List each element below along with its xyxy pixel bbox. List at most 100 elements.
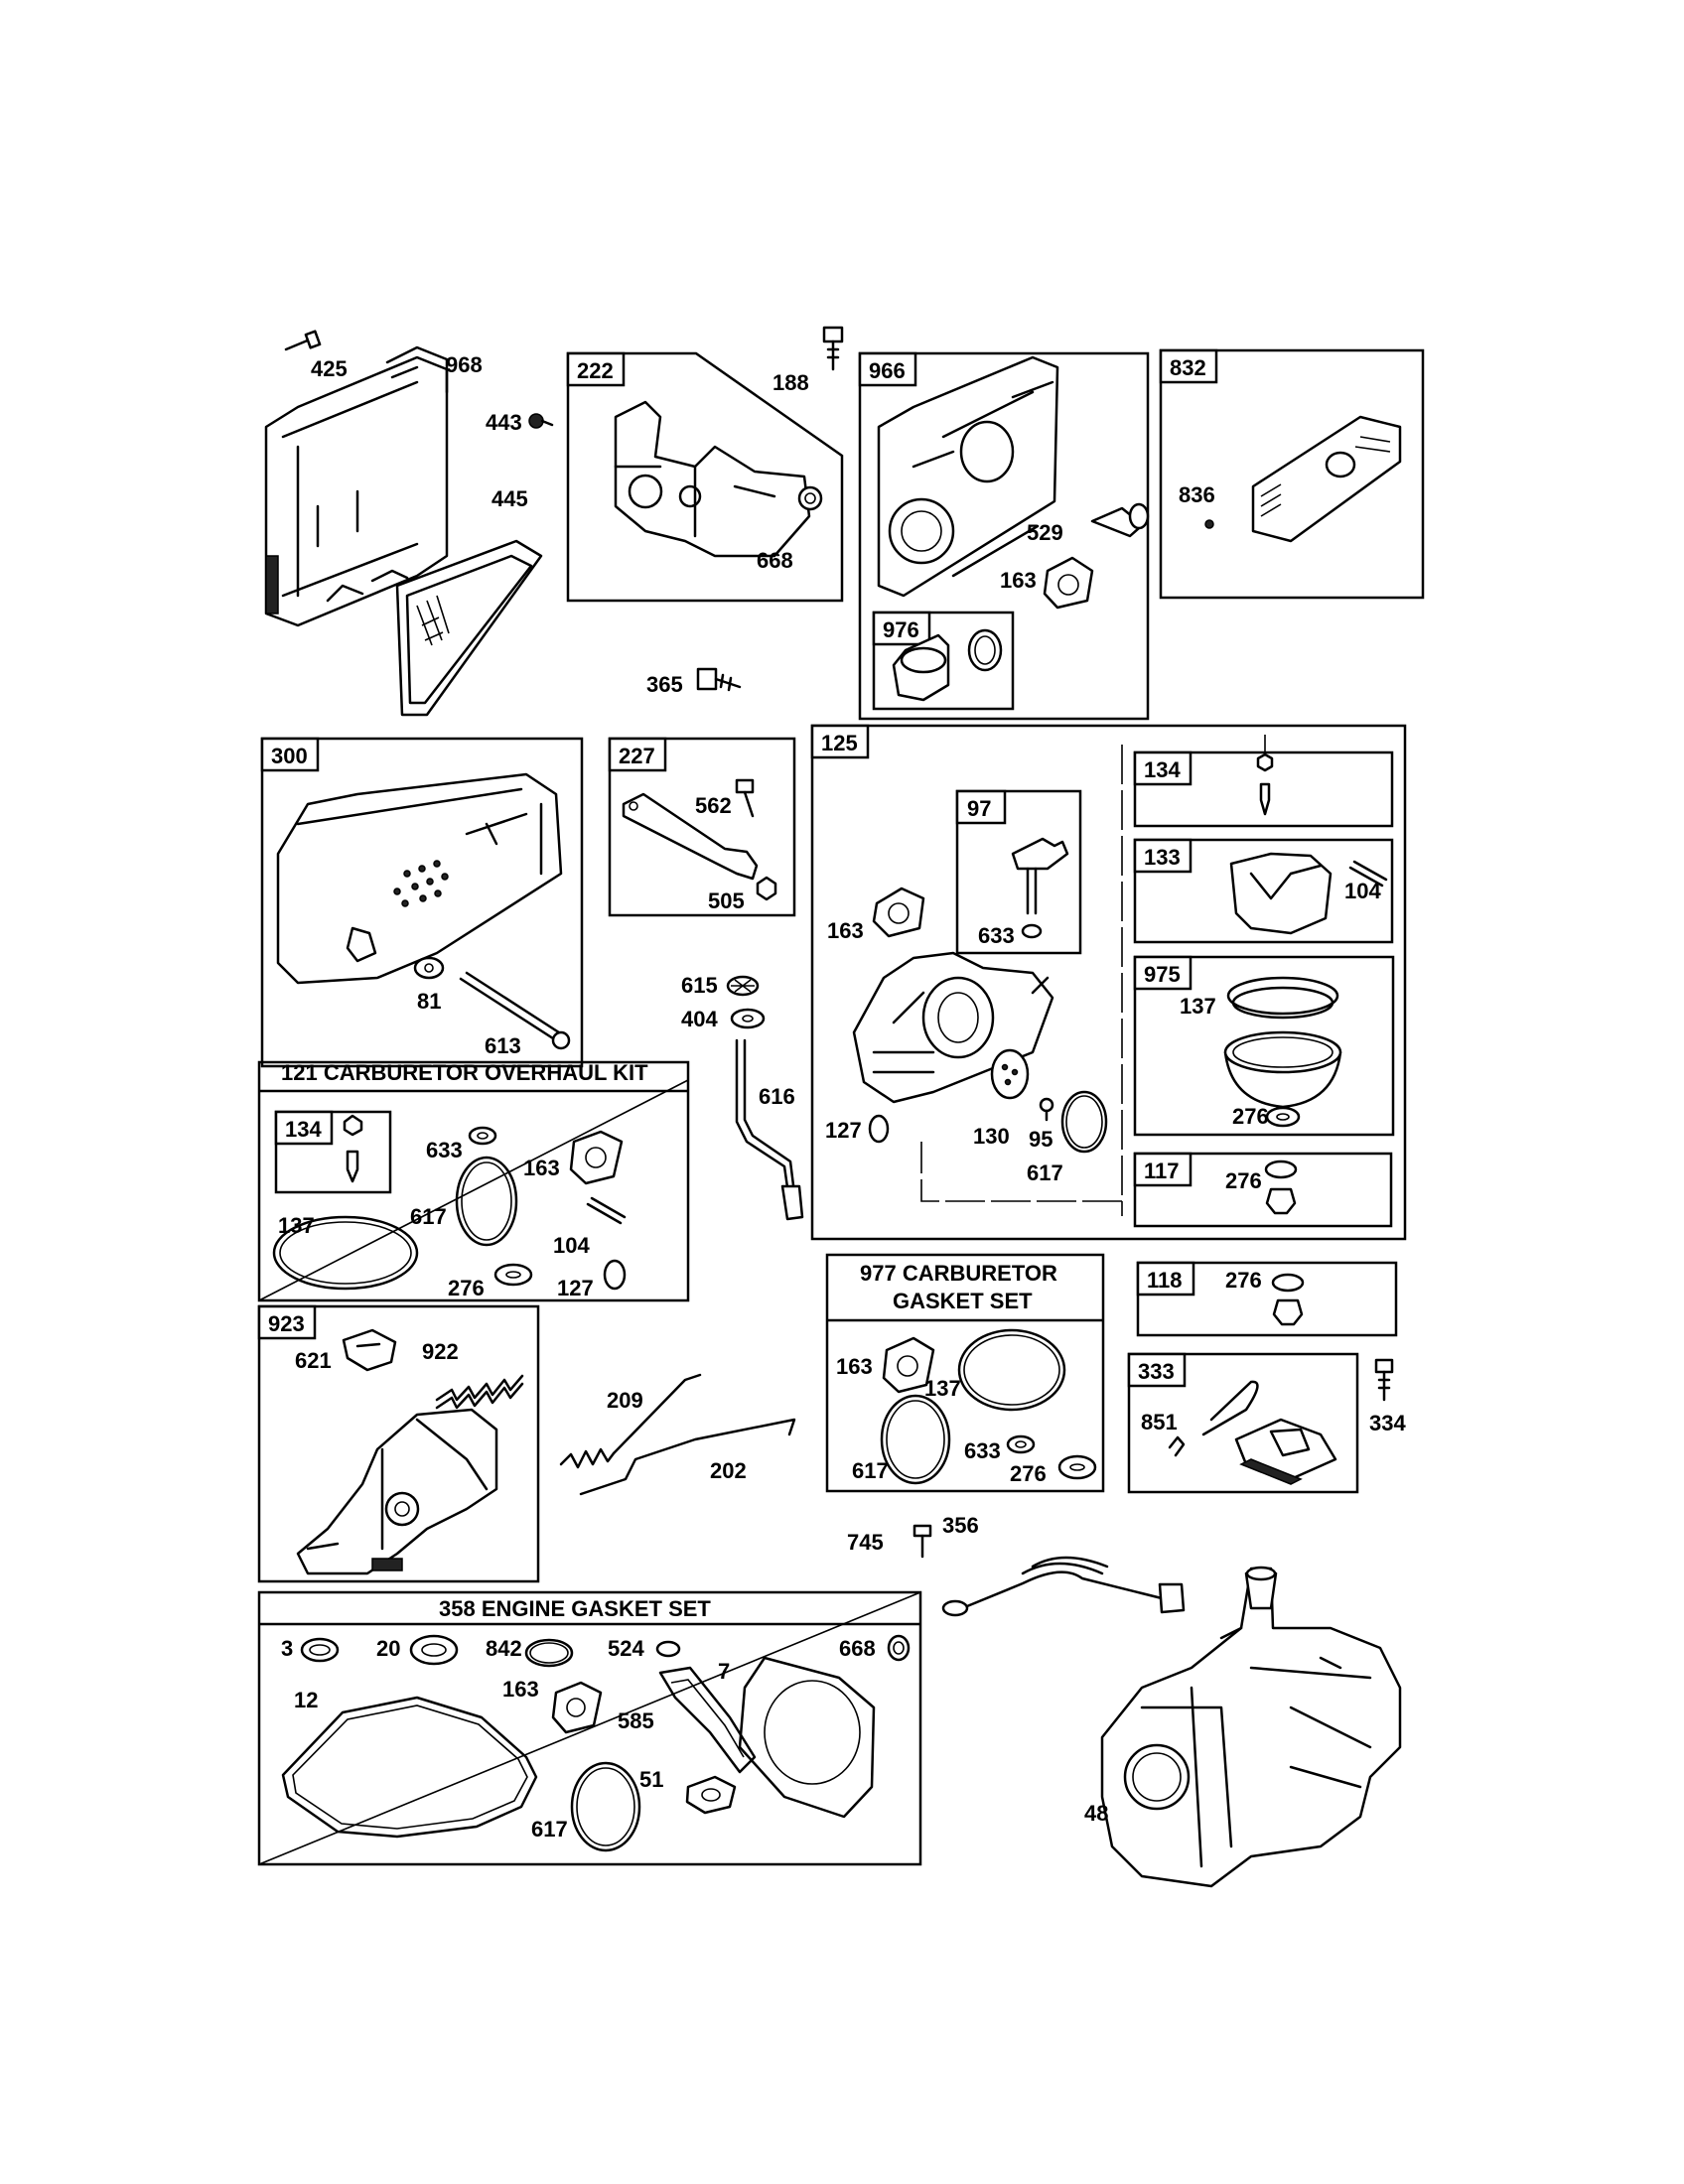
washer-404-icon bbox=[730, 1008, 766, 1029]
box-133-number: 133 bbox=[1144, 845, 1181, 870]
label-334: 334 bbox=[1369, 1411, 1406, 1435]
box-125-frame bbox=[810, 724, 1407, 1241]
box-333-frame bbox=[1127, 1352, 1359, 1494]
box-923-number: 923 bbox=[268, 1311, 305, 1336]
label-276-bowl: 276 bbox=[1232, 1104, 1269, 1129]
gasket-127b-icon bbox=[603, 1259, 627, 1291]
box-118-frame bbox=[1136, 1261, 1398, 1337]
label-562: 562 bbox=[695, 793, 732, 818]
label-617-kit: 617 bbox=[410, 1204, 447, 1229]
link-202-icon bbox=[579, 1418, 796, 1496]
screw-562-icon bbox=[735, 778, 755, 818]
needle-134b-icon bbox=[343, 1114, 363, 1183]
guard-832-icon bbox=[1251, 415, 1402, 543]
spring-922-icon bbox=[435, 1374, 524, 1410]
seal-3-icon bbox=[300, 1637, 340, 1663]
box-222-number: 222 bbox=[577, 358, 614, 383]
gasket-163e-icon bbox=[551, 1681, 603, 1734]
governor-bracket-923-icon bbox=[296, 1408, 498, 1575]
clip-851-icon bbox=[1168, 1435, 1186, 1457]
gasket-set-title-2: GASKET SET bbox=[893, 1289, 1033, 1313]
screw-425-icon bbox=[284, 330, 322, 351]
box-134b-number: 134 bbox=[285, 1117, 322, 1142]
bushing-668a-icon bbox=[797, 485, 823, 511]
gasket-585-icon bbox=[658, 1666, 757, 1774]
washer-633b-icon bbox=[468, 1126, 497, 1146]
label-104-kit: 104 bbox=[553, 1233, 590, 1258]
wire-356-icon bbox=[941, 1556, 1186, 1617]
gasket-127a-icon bbox=[868, 1114, 890, 1144]
carburetor-base-966-icon bbox=[877, 355, 1059, 598]
stud-613-icon bbox=[459, 971, 571, 1050]
float-bowl-975-icon bbox=[1223, 976, 1342, 1109]
label-922: 922 bbox=[422, 1339, 459, 1364]
box-118-number: 118 bbox=[1147, 1268, 1183, 1293]
label-202: 202 bbox=[710, 1458, 747, 1483]
box-300-frame bbox=[260, 737, 584, 1068]
box-832-number: 832 bbox=[1170, 355, 1206, 380]
box-227-number: 227 bbox=[619, 744, 655, 768]
rod-616-icon bbox=[735, 1038, 804, 1221]
gasket-163c-icon bbox=[569, 1130, 624, 1185]
box-832-frame bbox=[1159, 348, 1425, 600]
label-613: 613 bbox=[485, 1033, 521, 1058]
needle-97-icon bbox=[1011, 837, 1069, 939]
screw-443-icon bbox=[528, 413, 554, 429]
label-276-118: 276 bbox=[1225, 1268, 1262, 1293]
muffler-300-icon bbox=[276, 772, 563, 985]
label-404: 404 bbox=[681, 1007, 718, 1031]
o-ring-137b-icon bbox=[272, 1215, 419, 1291]
label-276-117: 276 bbox=[1225, 1168, 1262, 1193]
label-621: 621 bbox=[295, 1348, 332, 1373]
label-668-gasket: 668 bbox=[839, 1636, 876, 1661]
label-163-carb: 163 bbox=[827, 918, 864, 943]
box-333-number: 333 bbox=[1138, 1359, 1175, 1384]
box-227-frame bbox=[608, 737, 796, 917]
label-356: 356 bbox=[942, 1513, 979, 1538]
o-ring-524-icon bbox=[655, 1640, 681, 1658]
label-12: 12 bbox=[294, 1688, 318, 1712]
label-130: 130 bbox=[973, 1124, 1010, 1149]
label-365: 365 bbox=[646, 672, 683, 697]
bolt-188-icon bbox=[822, 326, 844, 371]
ignition-coil-333-icon bbox=[1201, 1380, 1337, 1485]
o-ring-617a-icon bbox=[1060, 1090, 1108, 1154]
box-133-frame bbox=[1133, 838, 1394, 944]
overhaul-kit-title: 121 CARBURETOR OVERHAUL KIT bbox=[281, 1060, 648, 1085]
label-137-gasket-set: 137 bbox=[924, 1376, 961, 1401]
label-127-kit: 127 bbox=[557, 1276, 594, 1300]
box-976-number: 976 bbox=[883, 617, 919, 642]
o-ring-137c-icon bbox=[957, 1328, 1066, 1412]
o-ring-617d-icon bbox=[570, 1761, 641, 1852]
gasket-163b-icon bbox=[872, 887, 925, 938]
part-labels: 425 968 443 445 188 668 529 163 836 365 … bbox=[278, 352, 1406, 1842]
head-gasket-7-icon bbox=[738, 1656, 876, 1819]
label-616: 616 bbox=[759, 1084, 795, 1109]
washer-633c-icon bbox=[1006, 1434, 1036, 1454]
plug-118-icon bbox=[1271, 1273, 1305, 1326]
label-95: 95 bbox=[1029, 1127, 1052, 1152]
box-125-number: 125 bbox=[821, 731, 858, 755]
label-617-engine: 617 bbox=[531, 1817, 568, 1842]
pin-104b-icon bbox=[586, 1196, 627, 1225]
engine-gasket-set-title: 358 ENGINE GASKET SET bbox=[439, 1596, 711, 1621]
gasket-163d-icon bbox=[882, 1336, 935, 1394]
label-163-kit: 163 bbox=[523, 1156, 560, 1180]
o-ring-617c-icon bbox=[880, 1394, 951, 1485]
label-505: 505 bbox=[708, 888, 745, 913]
label-137-bowl: 137 bbox=[1180, 994, 1216, 1019]
label-633-kit: 633 bbox=[426, 1138, 463, 1162]
label-51: 51 bbox=[639, 1767, 663, 1792]
seal-668b-icon bbox=[887, 1634, 911, 1662]
bolt-365-icon bbox=[696, 667, 742, 692]
box-966-frame bbox=[858, 351, 1150, 721]
label-209: 209 bbox=[607, 1388, 643, 1413]
box-134b-frame bbox=[274, 1110, 392, 1194]
label-104-float: 104 bbox=[1344, 879, 1381, 903]
box-358-frame bbox=[257, 1590, 922, 1866]
box-97-frame bbox=[955, 789, 1082, 955]
engine-block-48-icon bbox=[1100, 1566, 1402, 1888]
gasket-set-title-1: 977 CARBURETOR bbox=[860, 1261, 1057, 1286]
spring-615-icon bbox=[726, 975, 760, 997]
